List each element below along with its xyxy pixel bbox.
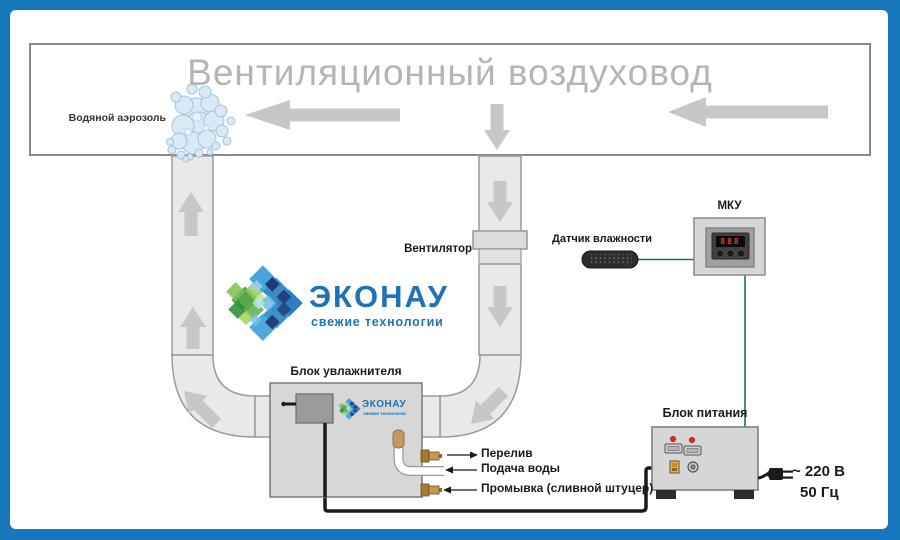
duct-network xyxy=(29,43,871,438)
logo-name: ЭКОНАУ xyxy=(309,279,449,314)
airflow-arrow-down-inlet xyxy=(484,104,510,150)
psu-led-2 xyxy=(688,436,696,444)
ekonau-logo-icon xyxy=(226,265,303,341)
flush-port-label: Промывка (сливной штуцер) xyxy=(481,481,654,495)
humidity-sensor xyxy=(581,250,639,269)
port-pointers xyxy=(443,451,478,494)
frequency-label: 50 Гц xyxy=(800,484,839,501)
overflow-pointer-arrow xyxy=(470,451,478,459)
right-duct-bend xyxy=(439,354,522,438)
airflow-arrow-bend-left xyxy=(184,391,222,429)
humidifier-unit xyxy=(269,382,444,498)
mini-logo-tagline: свежие технологии xyxy=(363,411,406,416)
overflow-port-label: Перелив xyxy=(481,446,533,460)
psu-foot-left xyxy=(656,490,676,499)
power-plug xyxy=(757,468,793,480)
power-supply-unit xyxy=(651,426,759,499)
airflow-arrow-down-1 xyxy=(487,181,513,222)
plug-prong-top xyxy=(783,470,793,473)
flush-pointer-arrow xyxy=(443,486,451,494)
airflow-arrow-up-1 xyxy=(178,192,204,236)
water-supply-port-label: Подача воды xyxy=(481,461,561,475)
humidifier-control-box xyxy=(295,393,334,424)
airflow-arrow-up-2 xyxy=(180,307,206,349)
psu-foot-right xyxy=(734,490,754,499)
mcu-button-2 xyxy=(726,249,735,258)
plug-prong-bottom xyxy=(783,476,793,479)
psu-label: Блок питания xyxy=(662,406,748,420)
aerosol-label: Водяной аэрозоль xyxy=(68,112,166,124)
aerosol-cloud-icon xyxy=(166,83,236,163)
logo-tagline: свежие технологии xyxy=(311,315,444,329)
mcu-label: МКУ xyxy=(717,200,742,212)
flush-fitting xyxy=(420,483,442,497)
voltage-label: ~ 220 В xyxy=(792,463,845,480)
airflow-arrow-down-2 xyxy=(487,286,513,327)
water-pipe xyxy=(394,446,444,475)
fan-flange xyxy=(472,230,528,250)
airflow-arrow-left-2 xyxy=(668,97,828,127)
mini-logo-name: ЭКОНАУ xyxy=(362,399,407,410)
overflow-fitting xyxy=(420,449,442,463)
pipe-brass-cap xyxy=(392,429,405,449)
airflow-arrows xyxy=(178,97,828,429)
fan-label: Вентилятор xyxy=(404,243,472,255)
airflow-arrow-bend-right xyxy=(471,386,509,424)
airflow-arrow-left-1 xyxy=(245,100,400,130)
sensor-vent-grid xyxy=(589,254,632,265)
main-air-duct xyxy=(29,43,871,156)
control-cable xyxy=(323,423,653,513)
mcu-display-readout: 888 xyxy=(716,236,745,247)
mcu-button-1 xyxy=(715,249,725,258)
humidifier-label: Блок увлажнителя xyxy=(290,364,402,378)
duct-title: Вентиляционный воздуховод xyxy=(187,52,713,93)
mcu-button-3 xyxy=(736,249,746,258)
fan-body xyxy=(478,248,522,265)
psu-led-1 xyxy=(669,435,677,443)
plug-body xyxy=(769,468,783,480)
water-pointer-arrow xyxy=(445,466,453,474)
humidity-sensor-label: Датчик влажности xyxy=(552,233,653,245)
